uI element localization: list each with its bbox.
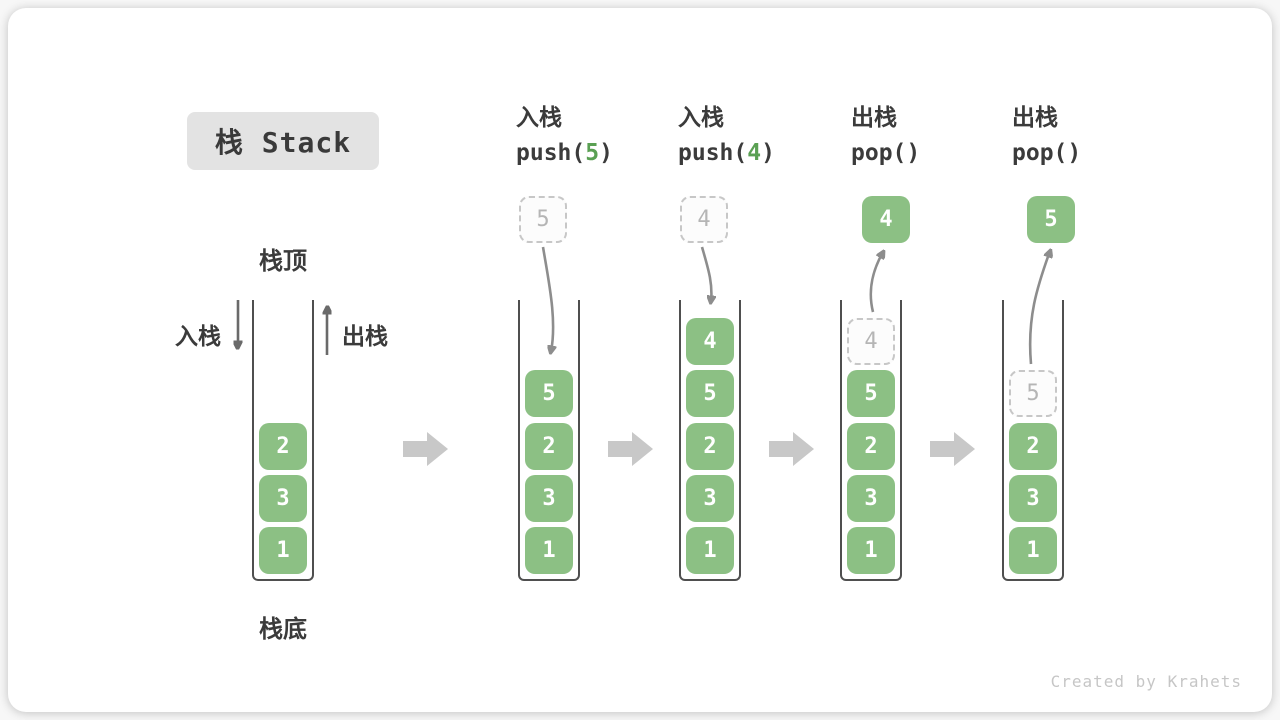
op-caption-zh: 出栈 bbox=[851, 104, 897, 130]
stack-element: 4 bbox=[686, 318, 734, 365]
next-stage-arrow-icon bbox=[403, 432, 448, 466]
incoming-element-ghost: 4 bbox=[680, 196, 728, 243]
incoming-element-ghost: 5 bbox=[519, 196, 567, 243]
stack-element: 1 bbox=[847, 527, 895, 574]
stack-element: 3 bbox=[259, 475, 307, 522]
op-caption-code: push(4) bbox=[678, 140, 775, 166]
stack-element: 1 bbox=[525, 527, 573, 574]
next-stage-arrow-icon bbox=[608, 432, 653, 466]
stack-bottom-label: 栈底 bbox=[259, 616, 307, 643]
stack-top-label: 栈顶 bbox=[259, 248, 307, 275]
next-stage-arrow-icon bbox=[930, 432, 975, 466]
code-arg: 5 bbox=[585, 140, 600, 166]
stack-element: 2 bbox=[259, 423, 307, 470]
stack-element: 3 bbox=[847, 475, 895, 522]
op-caption-code: push(5) bbox=[516, 140, 613, 166]
op-caption-push-4: 入栈 push(4) bbox=[678, 104, 775, 166]
code-pre: push( bbox=[678, 140, 748, 166]
op-caption-push-5: 入栈 push(5) bbox=[516, 104, 613, 166]
op-caption-zh: 入栈 bbox=[678, 104, 724, 130]
code-post: ) bbox=[906, 140, 921, 166]
watermark: Created by Krahets bbox=[1050, 672, 1242, 691]
stack-element: 1 bbox=[686, 527, 734, 574]
stack-element: 5 bbox=[525, 370, 573, 417]
op-caption-pop-5: 出栈 pop() bbox=[1012, 104, 1081, 166]
stack-element: 2 bbox=[847, 423, 895, 470]
stack-element: 3 bbox=[1009, 475, 1057, 522]
code-post: ) bbox=[599, 140, 613, 166]
code-arg: 4 bbox=[747, 140, 762, 166]
push-4-motion-arrow-icon bbox=[700, 246, 711, 302]
stack-element: 1 bbox=[1009, 527, 1057, 574]
diagram-title-text: 栈 Stack bbox=[214, 126, 352, 159]
op-caption-zh: 入栈 bbox=[516, 104, 562, 130]
code-post: ) bbox=[1067, 140, 1082, 166]
stack-container-pop-5 bbox=[1002, 300, 1064, 581]
stack-container-push-4 bbox=[679, 300, 741, 581]
code-post: ) bbox=[761, 140, 775, 166]
popped-element: 5 bbox=[1027, 196, 1075, 243]
stack-element: 2 bbox=[686, 423, 734, 470]
stack-element: 2 bbox=[525, 423, 573, 470]
stack-element: 1 bbox=[259, 527, 307, 574]
stack-container-initial bbox=[252, 300, 314, 581]
op-caption-code: pop() bbox=[851, 140, 920, 166]
push-side-label: 入栈 bbox=[175, 323, 221, 349]
code-pre: push( bbox=[516, 140, 586, 166]
op-caption-zh: 出栈 bbox=[1012, 104, 1058, 130]
stack-element: 5 bbox=[847, 370, 895, 417]
stack-container-push-5 bbox=[518, 300, 580, 581]
op-caption-pop-4: 出栈 pop() bbox=[851, 104, 920, 166]
stack-element-ghost: 4 bbox=[847, 318, 895, 365]
pop-side-label: 出栈 bbox=[342, 323, 388, 349]
popped-element: 4 bbox=[862, 196, 910, 243]
next-stage-arrow-icon bbox=[769, 432, 814, 466]
diagram-title: 栈 Stack bbox=[187, 112, 379, 170]
stack-element-ghost: 5 bbox=[1009, 370, 1057, 417]
stack-element: 3 bbox=[525, 475, 573, 522]
stack-container-pop-4 bbox=[840, 300, 902, 581]
stack-element: 2 bbox=[1009, 423, 1057, 470]
stack-element: 3 bbox=[686, 475, 734, 522]
code-pre: pop( bbox=[1012, 140, 1068, 166]
op-caption-code: pop() bbox=[1012, 140, 1081, 166]
code-pre: pop( bbox=[851, 140, 907, 166]
stack-element: 5 bbox=[686, 370, 734, 417]
